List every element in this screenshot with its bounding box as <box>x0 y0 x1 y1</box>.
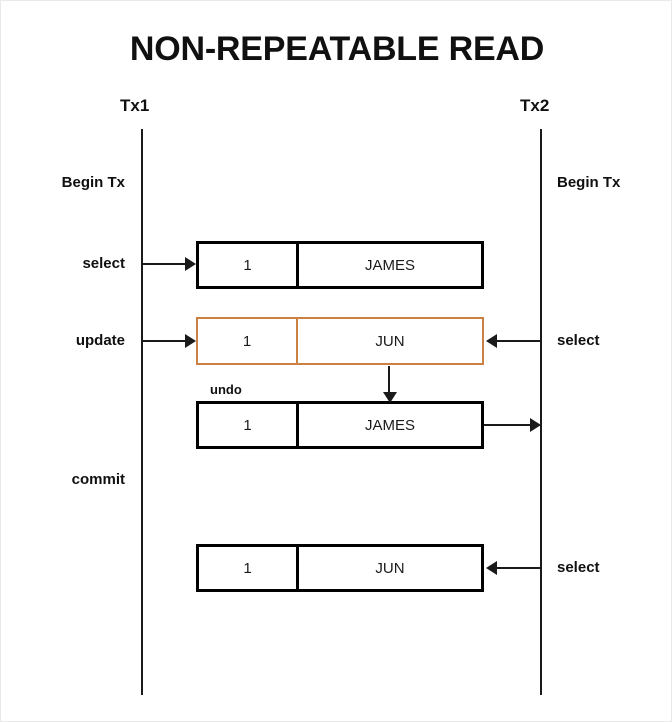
arrow-left-icon <box>486 334 497 348</box>
record-cell-name: JAMES <box>364 416 415 434</box>
arrow-right-icon <box>530 418 541 432</box>
step-label-tx1-select: select <box>82 255 125 272</box>
record-row-initial: 1 JAMES <box>196 241 484 289</box>
record-cell-id: 1 <box>199 244 299 286</box>
lifeline-tx2 <box>540 129 542 695</box>
step-label-tx2-select-2: select <box>557 559 600 576</box>
record-cell-id: 1 <box>199 547 299 589</box>
record-cell-name: JAMES <box>364 256 415 274</box>
arrow-undo-line <box>388 366 390 394</box>
lifeline-tx1 <box>141 129 143 695</box>
step-label-tx1-commit: commit <box>71 471 125 488</box>
lane-label-tx2: Tx2 <box>520 96 550 115</box>
undo-annotation: undo <box>210 382 242 397</box>
arrow-down-icon <box>383 392 397 403</box>
arrow-tx2-select-1-line <box>497 340 541 342</box>
page-title: NON-REPEATABLE READ <box>129 30 545 68</box>
lane-label-tx1: Tx1 <box>120 96 150 115</box>
arrow-tx2-select-2-line <box>497 567 541 569</box>
arrow-undo-to-tx2-line <box>484 424 534 426</box>
step-label-tx2-begin-tx: Begin Tx <box>557 174 621 191</box>
arrow-tx1-select-line <box>142 263 187 265</box>
record-cell-name: JUN <box>375 332 405 350</box>
arrow-right-icon <box>185 257 196 271</box>
record-cell-id: 1 <box>198 319 298 363</box>
record-cell-id: 1 <box>199 404 299 446</box>
arrow-tx1-update-line <box>142 340 187 342</box>
record-row-updated: 1 JUN <box>196 317 484 365</box>
step-label-tx2-select-1: select <box>557 332 600 349</box>
arrow-right-icon <box>185 334 196 348</box>
arrow-left-icon <box>486 561 497 575</box>
step-label-tx1-update: update <box>75 332 125 349</box>
record-row-committed: 1 JUN <box>196 544 484 592</box>
record-row-undo-snapshot: 1 JAMES <box>196 401 484 449</box>
record-cell-name: JUN <box>375 559 405 577</box>
step-label-tx1-begin-tx: Begin Tx <box>61 174 125 191</box>
